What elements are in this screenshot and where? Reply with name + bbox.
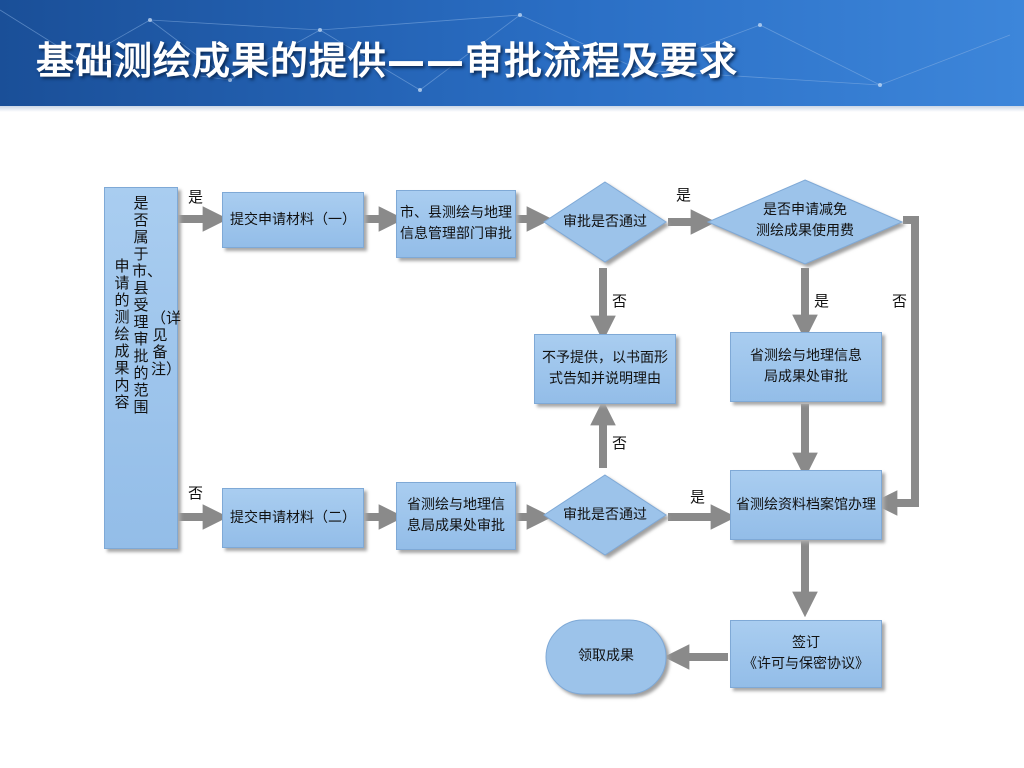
start-scope-box [104,187,178,549]
provincial-review-box: 省测绘与地理信息 局成果处审批 [730,332,882,402]
label-yes-check2: 是 [690,488,706,506]
label-no-check1: 否 [612,292,628,310]
submit-materials-2-box: 提交申请材料（二） [222,488,364,548]
provincial-review-line1: 省测绘与地理信息 [750,348,862,364]
label-no-check2: 否 [612,434,628,452]
label-yes-top: 是 [188,188,204,206]
reject-written-notice-box: 不予提供，以书面形 式告知并说明理由 [534,334,676,404]
archive-handling-box: 省测绘资料档案馆办理 [730,470,882,540]
start-col-scope: 是否属于市、县受理审批的范围 [132,194,163,416]
reject-line1: 不予提供，以书面形 [542,350,668,366]
label-no-waiver: 否 [892,292,908,310]
decision-check2-shape [543,474,667,556]
submit-materials-1-box: 提交申请材料（一） [222,192,364,248]
city-county-approval-box: 市、县测绘与地理 信息管理部门审批 [396,190,516,258]
provincial-dept-line2: 息局成果处审批 [407,518,505,534]
decision-waiver-shape [706,179,904,265]
city-county-approval-line1: 市、县测绘与地理 [400,205,512,221]
terminator-collect-shape [545,619,667,695]
decision-waiver-label: 是否申请减免 测绘成果使用费 [728,200,882,242]
decision-check1-label: 审批是否通过 [563,214,647,230]
submit-materials-2-label: 提交申请材料（二） [230,509,356,526]
archive-handling-label: 省测绘资料档案馆办理 [736,496,876,513]
city-county-approval-line2: 信息管理部门审批 [400,226,512,242]
start-col-content: 申请的测绘成果内容 [114,257,130,411]
sign-agreement-line2: 《许可与保密协议》 [743,656,869,672]
label-no-bottom: 否 [188,484,204,502]
label-yes-check1: 是 [676,186,692,204]
label-yes-waiver: 是 [814,292,830,310]
provincial-review-line2: 局成果处审批 [764,369,848,385]
decision-check2-label: 审批是否通过 [563,507,647,523]
arrow-waiver-no-to-archive [871,216,919,516]
page-title: 基础测绘成果的提供——审批流程及要求 [36,39,739,83]
provincial-dept-approval-box: 省测绘与地理信 息局成果处审批 [396,482,516,550]
submit-materials-1-label: 提交申请材料（一） [230,211,356,228]
sign-agreement-box: 签订 《许可与保密协议》 [730,620,882,688]
decision-waiver-line2: 测绘成果使用费 [756,223,854,239]
network-decoration [0,9,1011,92]
slide-header: 基础测绘成果的提供——审批流程及要求 [0,0,1024,106]
start-col-note: （详见备注） [151,309,182,378]
header-divider [0,106,1024,112]
sign-agreement-line1: 签订 [792,635,820,651]
reject-line2: 式告知并说明理由 [549,371,661,387]
decision-check1-shape [543,181,667,263]
collect-results-label: 领取成果 [578,648,634,664]
decision-waiver-line1: 是否申请减免 [763,202,847,218]
provincial-dept-line1: 省测绘与地理信 [407,497,505,513]
